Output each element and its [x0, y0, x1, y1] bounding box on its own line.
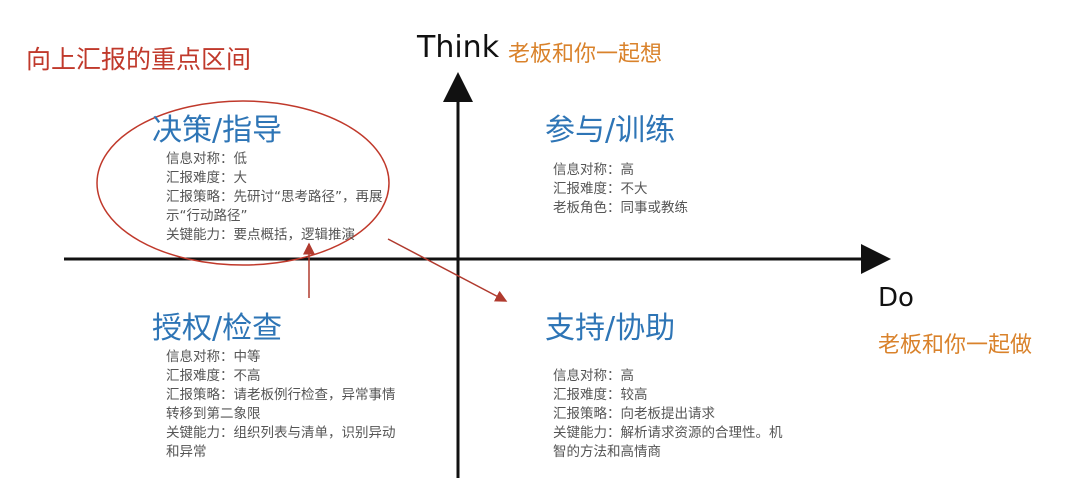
quadrant-bottom-right-title: 支持/协助	[545, 311, 676, 346]
highlight-ellipse	[96, 100, 390, 266]
quadrant-line: 信息对称：中等	[166, 349, 261, 365]
quadrant-line: 关键能力：组织列表与清单，识别异动	[166, 425, 396, 441]
quadrant-line: 汇报难度：不高	[166, 368, 261, 384]
quadrant-top-left-body: 信息对称：低 汇报难度：大 汇报策略：先研讨“思考路径”，再展 示“行动路径” …	[166, 150, 383, 245]
quadrant-bottom-left-body: 信息对称：中等 汇报难度：不高 汇报策略：请老板例行检查，异常事情 转移到第二象…	[166, 348, 396, 462]
quadrant-top-left-title: 决策/指导	[152, 113, 283, 148]
quadrant-line: 老板角色：同事或教练	[553, 200, 688, 216]
quadrant-line: 信息对称：高	[553, 368, 634, 384]
quadrant-line: 关键能力：解析请求资源的合理性。机	[553, 425, 783, 441]
x-axis-label: Do	[878, 283, 914, 313]
quadrant-top-right-title: 参与/训练	[545, 113, 676, 148]
quadrant-line: 示“行动路径”	[166, 208, 248, 224]
x-axis-sublabel: 老板和你一起做	[878, 333, 1033, 358]
quadrant-line: 关键能力：要点概括，逻辑推演	[166, 227, 355, 243]
quadrant-top-right-body: 信息对称：高 汇报难度：不大 老板角色：同事或教练	[553, 161, 688, 218]
quadrant-line: 信息对称：高	[553, 162, 634, 178]
headline: 向上汇报的重点区间	[26, 45, 252, 74]
quadrant-line: 汇报难度：不大	[553, 181, 648, 197]
quadrant-line: 信息对称：低	[166, 151, 247, 167]
y-axis-sublabel: 老板和你一起想	[508, 42, 663, 67]
quadrant-line: 智的方法和高情商	[553, 444, 661, 460]
quadrant-line: 汇报策略：向老板提出请求	[553, 406, 715, 422]
quadrant-line: 汇报策略：请老板例行检查，异常事情	[166, 387, 396, 403]
quadrant-line: 汇报策略：先研讨“思考路径”，再展	[166, 189, 383, 205]
quadrant-bottom-left-title: 授权/检查	[152, 311, 283, 346]
pointer-arrow-right	[387, 238, 508, 302]
y-axis-label: Think	[417, 30, 500, 65]
quadrant-line: 汇报难度：较高	[553, 387, 648, 403]
quadrant-line: 转移到第二象限	[166, 406, 261, 422]
quadrant-line: 汇报难度：大	[166, 170, 247, 186]
quadrant-bottom-right-body: 信息对称：高 汇报难度：较高 汇报策略：向老板提出请求 关键能力：解析请求资源的…	[553, 367, 783, 462]
quadrant-line: 和异常	[166, 444, 207, 460]
